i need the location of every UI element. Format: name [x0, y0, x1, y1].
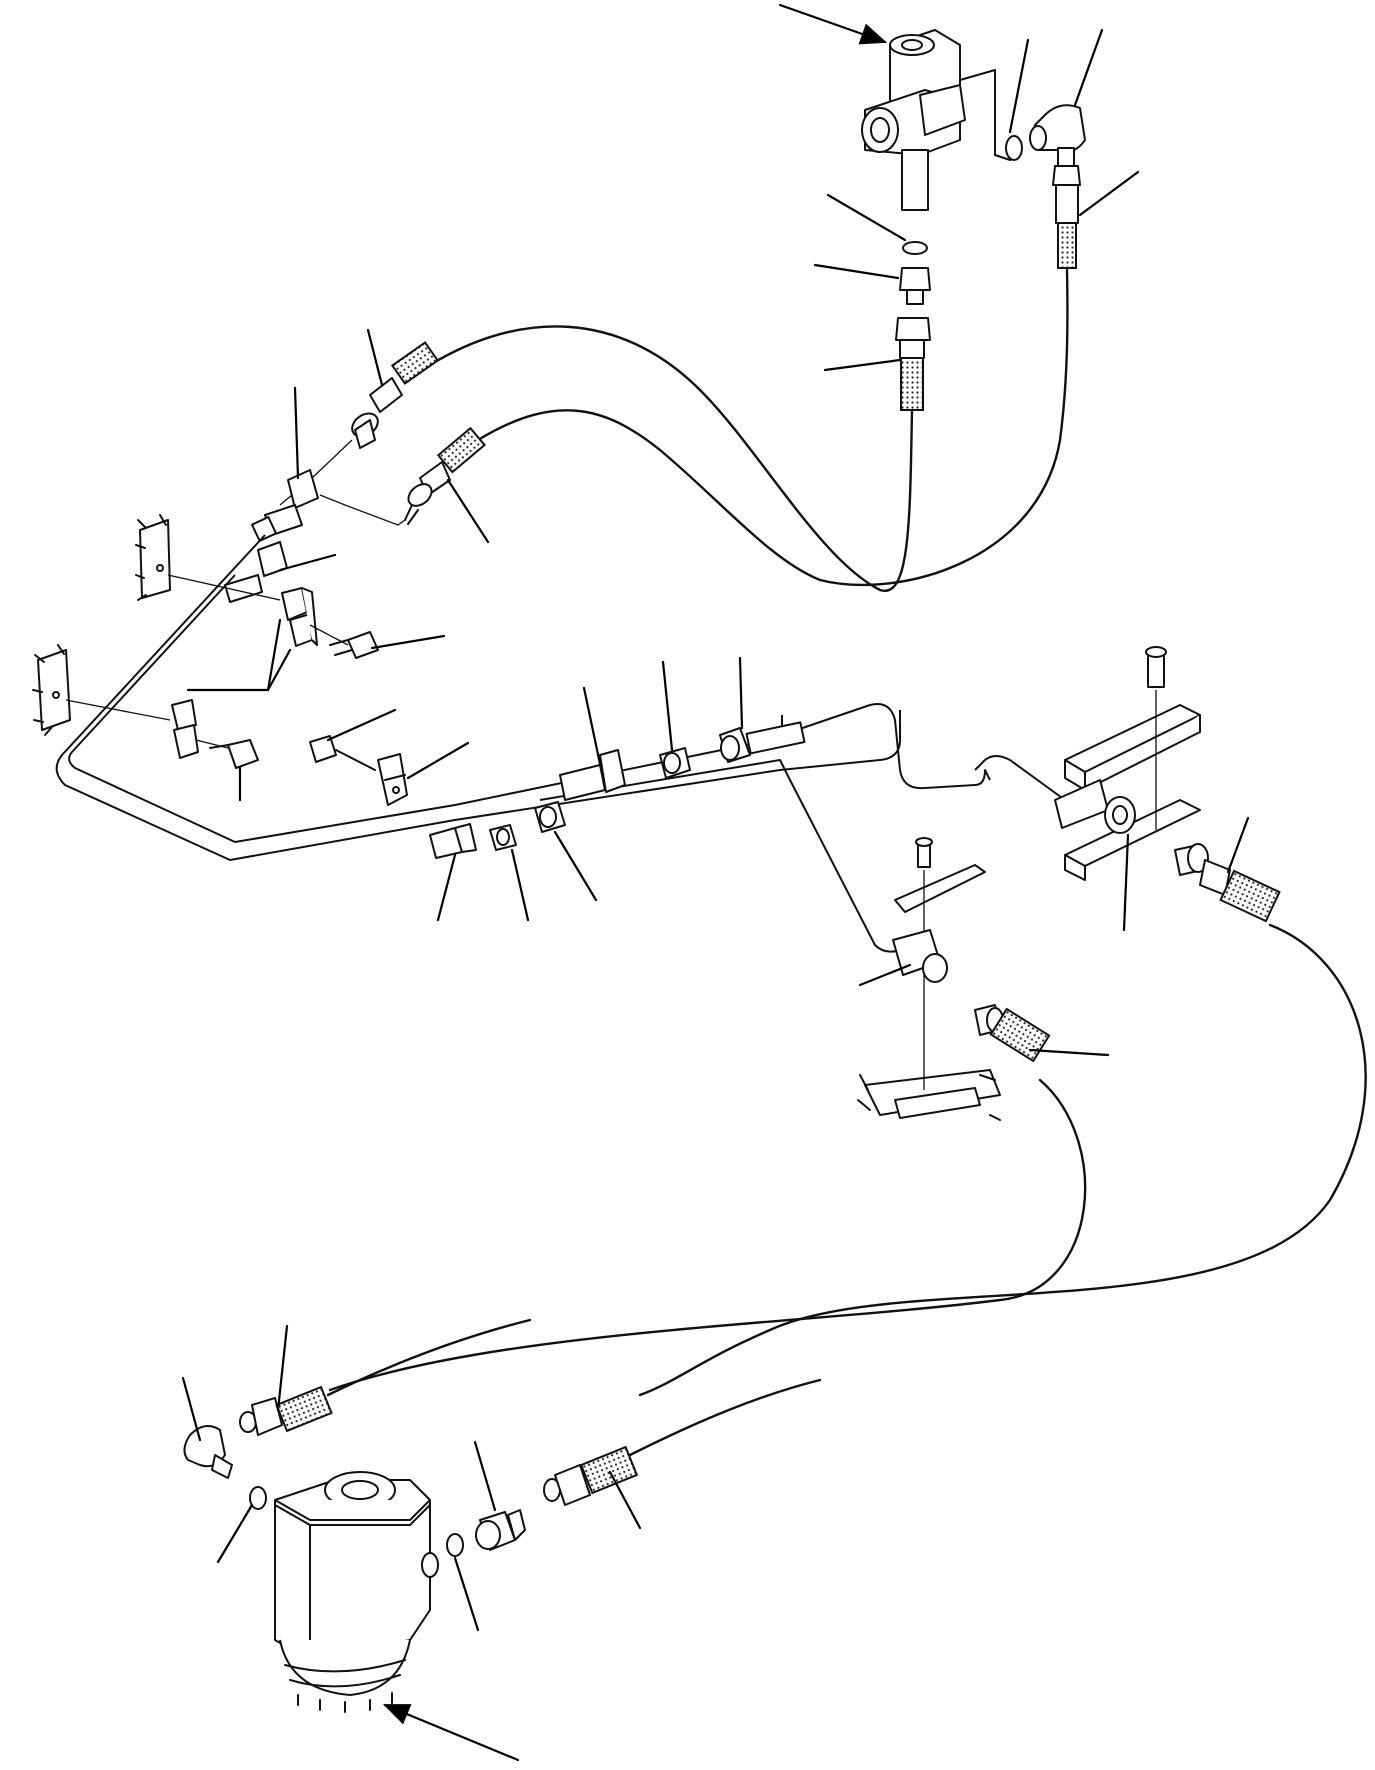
- bracket-plate-upper: [135, 514, 171, 601]
- assembly-line-2: [319, 494, 406, 526]
- pipe-clip-middle: [309, 735, 408, 806]
- hose-end-fitting-e: [239, 1385, 333, 1436]
- leader-lines: [181, 3, 1250, 1762]
- hose-e: [326, 1318, 532, 1397]
- tube-nut-upper: [251, 469, 319, 542]
- pipe-clamp-upper: [281, 587, 318, 647]
- hose-c: [638, 923, 1367, 1397]
- hose-d: [328, 1078, 1087, 1392]
- clamp-line-upper: [167, 574, 281, 601]
- bolt-lower: [209, 739, 259, 769]
- hose-end-fitting-a: [351, 341, 440, 449]
- elbow-fitting-upper: [1005, 104, 1086, 269]
- bracket-plate-lower: [32, 644, 71, 736]
- hose-end-fitting-c: [1174, 843, 1281, 923]
- adapter-lower-right: [446, 1509, 526, 1557]
- bolt-upper: [329, 631, 379, 659]
- tube-nut-lower: [224, 541, 288, 603]
- union-stack-upper: [559, 721, 806, 801]
- steering-unit: [274, 1471, 439, 1713]
- leader-clamp-y-b: [266, 648, 292, 692]
- hose-a: [428, 325, 914, 593]
- clamp-line-lower: [65, 699, 171, 721]
- steel-pipe-outer: [55, 534, 901, 861]
- hose-end-fitting-d: [974, 1004, 1051, 1063]
- hose-end-fitting-f: [543, 1445, 639, 1506]
- priority-valve: [861, 29, 1011, 211]
- union-stack-lower: [429, 801, 566, 859]
- hose-b: [476, 268, 1069, 587]
- steel-pipe-right: [781, 703, 991, 790]
- steel-pipe-right-b: [974, 755, 1066, 801]
- hose-f: [628, 1378, 822, 1457]
- steel-pipe-inner: [68, 574, 783, 843]
- middle-right-bracket: [857, 837, 1001, 1121]
- leader-clamp-y: [186, 618, 282, 692]
- right-clamp-assembly: [1054, 646, 1201, 881]
- pipe-clamp-lower: [171, 699, 199, 759]
- adapter-stack-valve: [895, 241, 931, 411]
- hose-end-fitting-b: [404, 426, 486, 525]
- elbow-fitting-lower: [183, 1425, 267, 1510]
